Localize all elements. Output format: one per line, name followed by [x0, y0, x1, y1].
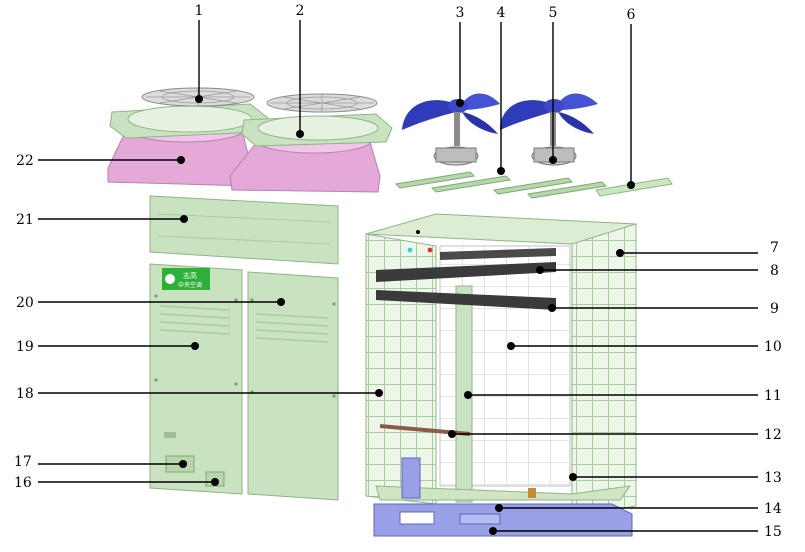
rail-8-top [440, 248, 556, 260]
brand-logo: 志高 中央空调 [162, 268, 210, 290]
fan-hub-5 [544, 99, 564, 113]
fan-guard-ring-2 [286, 96, 358, 110]
label-part-17: 17 [14, 454, 32, 470]
label-part-7: 7 [770, 240, 779, 256]
label-part-8: 8 [770, 263, 779, 279]
label-part-12: 12 [764, 427, 782, 443]
fan-blade-3c [462, 112, 498, 134]
indicator-dot-cyan [407, 247, 413, 253]
fan-blade-3b [462, 93, 500, 110]
label-part-11: 11 [764, 388, 782, 404]
rail-9 [376, 290, 556, 310]
indicator-dot-red [427, 247, 433, 253]
top-panel-lines [157, 213, 331, 245]
fan-blade-motor-left [402, 93, 500, 166]
label-part-2: 2 [296, 3, 305, 19]
top-front-panel-21 [149, 195, 339, 265]
bracket-blue [401, 457, 421, 499]
fan-guard-spokes-2 [270, 94, 374, 112]
chassis-slot-b [459, 513, 501, 525]
motor-shaft-left [454, 112, 460, 146]
front-panels: 志高 中央空调 [149, 195, 339, 501]
fan-assembly-left [107, 87, 269, 187]
label-part-1: 1 [195, 3, 204, 19]
label-part-15: 15 [764, 524, 782, 540]
side-grille-frame [571, 223, 637, 517]
label-part-18: 18 [16, 386, 34, 402]
fan-blade-5b [558, 93, 598, 110]
motor-bracket-5b [526, 181, 608, 199]
handle-slot [164, 432, 176, 438]
label-part-6: 6 [627, 7, 636, 23]
label-part-9: 9 [770, 301, 779, 317]
center-post-11 [455, 285, 473, 503]
label-part-4: 4 [497, 5, 506, 21]
motor-bracket-4a [394, 171, 476, 189]
top-frame-7 [365, 213, 637, 245]
label-part-21: 21 [16, 212, 34, 228]
front-panel-20 [247, 271, 339, 501]
label-part-19: 19 [16, 339, 34, 355]
leader-lines [38, 20, 758, 535]
base-tray-14 [375, 485, 632, 501]
logo-line1: 志高 [183, 271, 197, 280]
fan-blade-5a [500, 100, 552, 130]
label-part-14: 14 [764, 501, 782, 517]
panel-screws [154, 294, 336, 398]
motor-bracket-4b [430, 175, 512, 193]
label-part-20: 20 [16, 295, 34, 311]
cabinet-frame [365, 213, 637, 537]
brass-fitting [528, 488, 536, 498]
fan-blade-5c [558, 112, 594, 134]
motor-bracket-5a [492, 177, 574, 195]
rail-8 [376, 262, 556, 282]
label-part-10: 10 [764, 339, 782, 355]
fan-blade-motor-right [500, 93, 598, 166]
label-part-13: 13 [764, 470, 782, 486]
chassis-slot-a [399, 511, 435, 525]
louvres-right [255, 313, 329, 343]
front-panel-19 [149, 263, 243, 495]
label-part-16: 16 [14, 475, 32, 491]
motor-can-left [435, 147, 477, 163]
fan-guard-ring-1 [161, 90, 235, 104]
label-part-5: 5 [549, 5, 558, 21]
fan-flange-hole-right [257, 115, 379, 141]
base-chassis-15 [373, 503, 633, 537]
fan-flange-hole-left [127, 105, 253, 133]
label-part-22: 22 [16, 153, 34, 169]
louvres-left [159, 305, 231, 335]
label-part-3: 3 [456, 5, 465, 21]
fan-assembly-right [229, 93, 393, 193]
logo-line2: 中央空调 [178, 281, 202, 289]
indicator-dot-black [416, 230, 420, 234]
fan-blade-3a [402, 100, 456, 130]
part-labels: 1 2 3 4 5 6 7 8 9 10 11 12 13 14 15 16 1… [14, 3, 782, 540]
